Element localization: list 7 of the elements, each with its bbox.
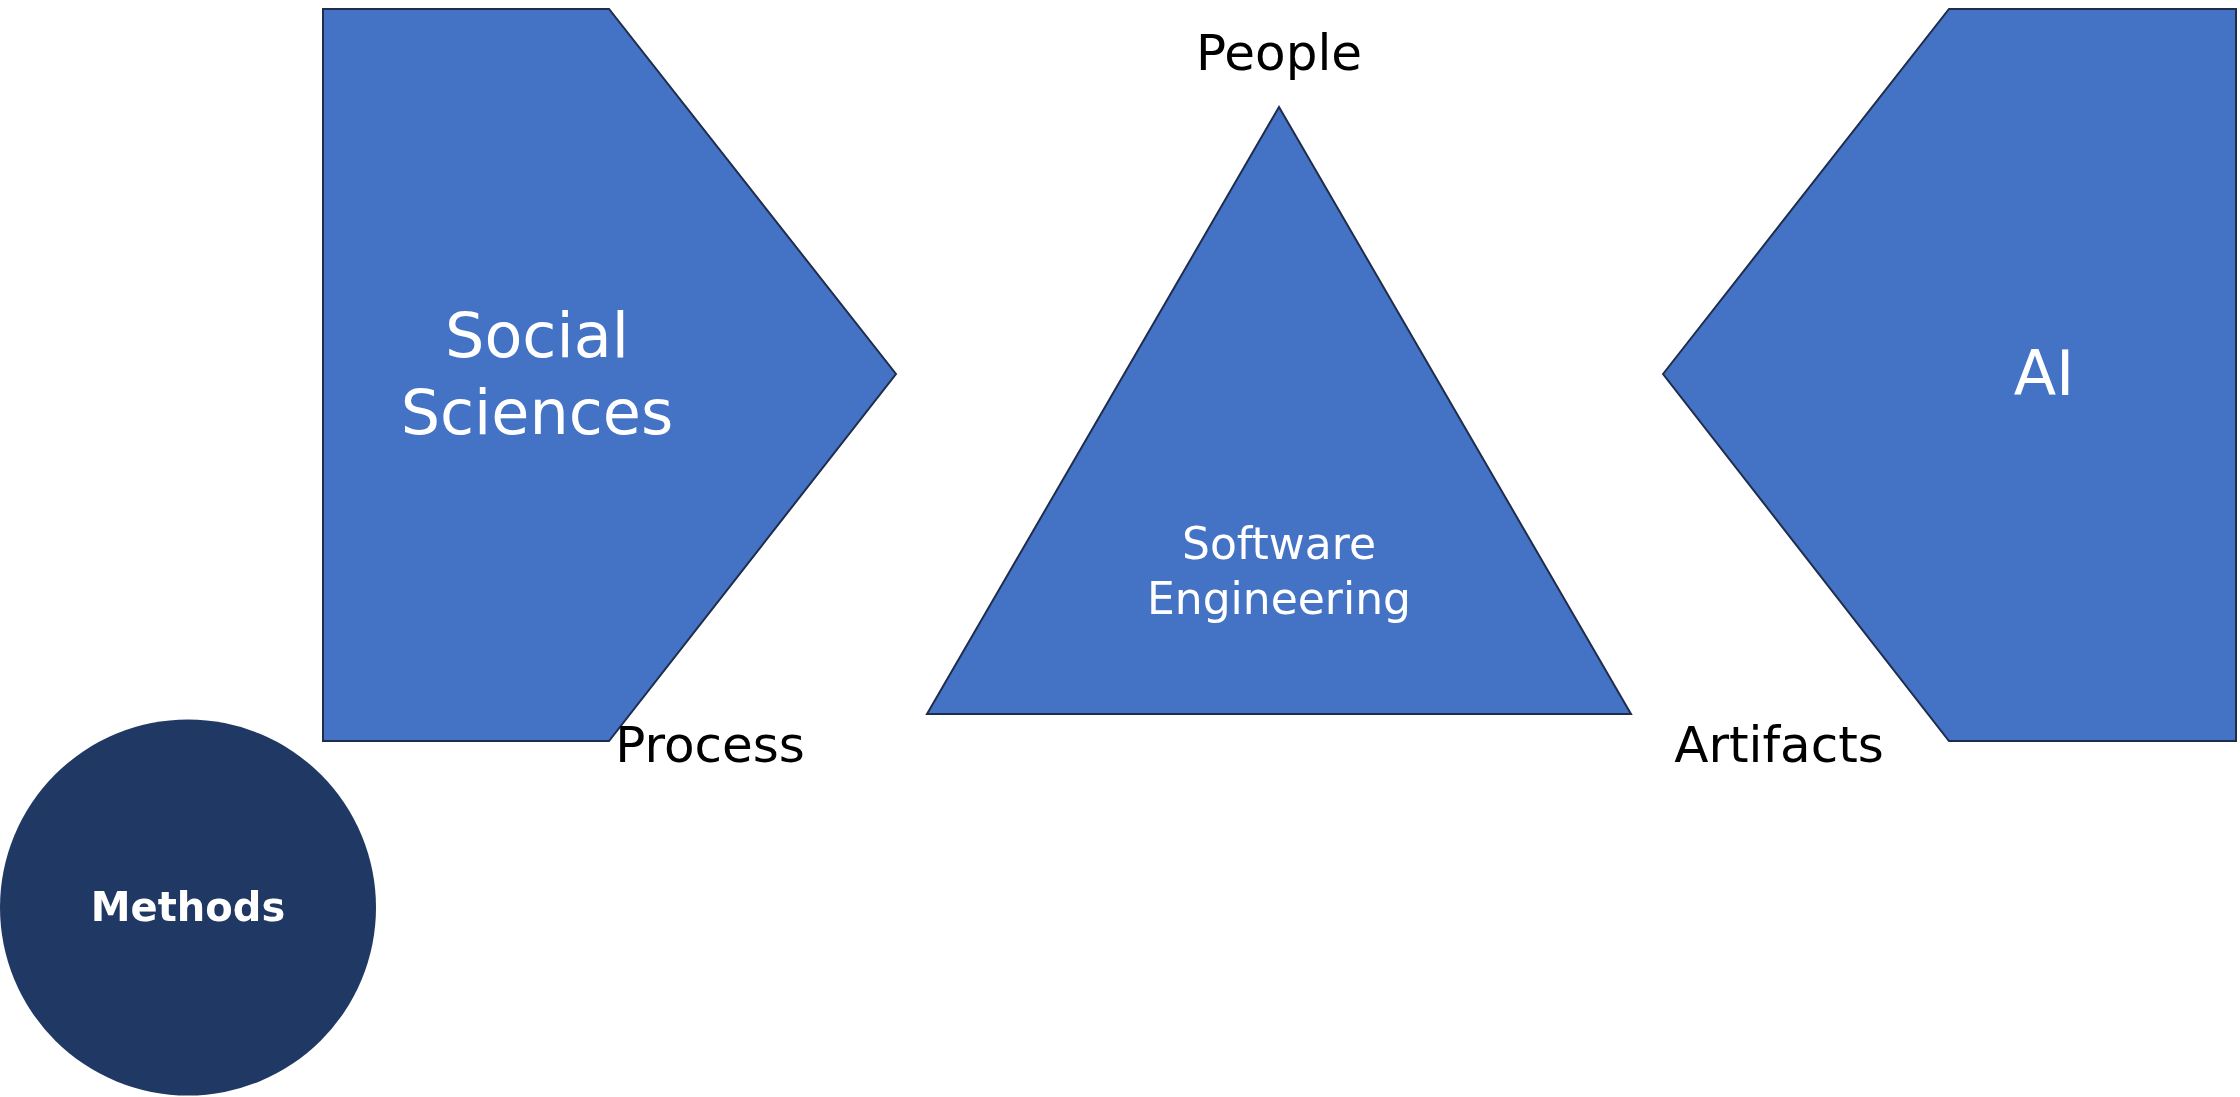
shape-label: Methods (90, 883, 286, 932)
shape-label: AI (2013, 336, 2075, 413)
shape-label: Software Engineering (1146, 517, 1412, 626)
vertex-label: People (1195, 24, 1363, 82)
shape-label: Social Sciences (399, 297, 675, 451)
vertex-label: Artifacts (1674, 716, 1884, 774)
vertex-label: Process (615, 716, 805, 774)
